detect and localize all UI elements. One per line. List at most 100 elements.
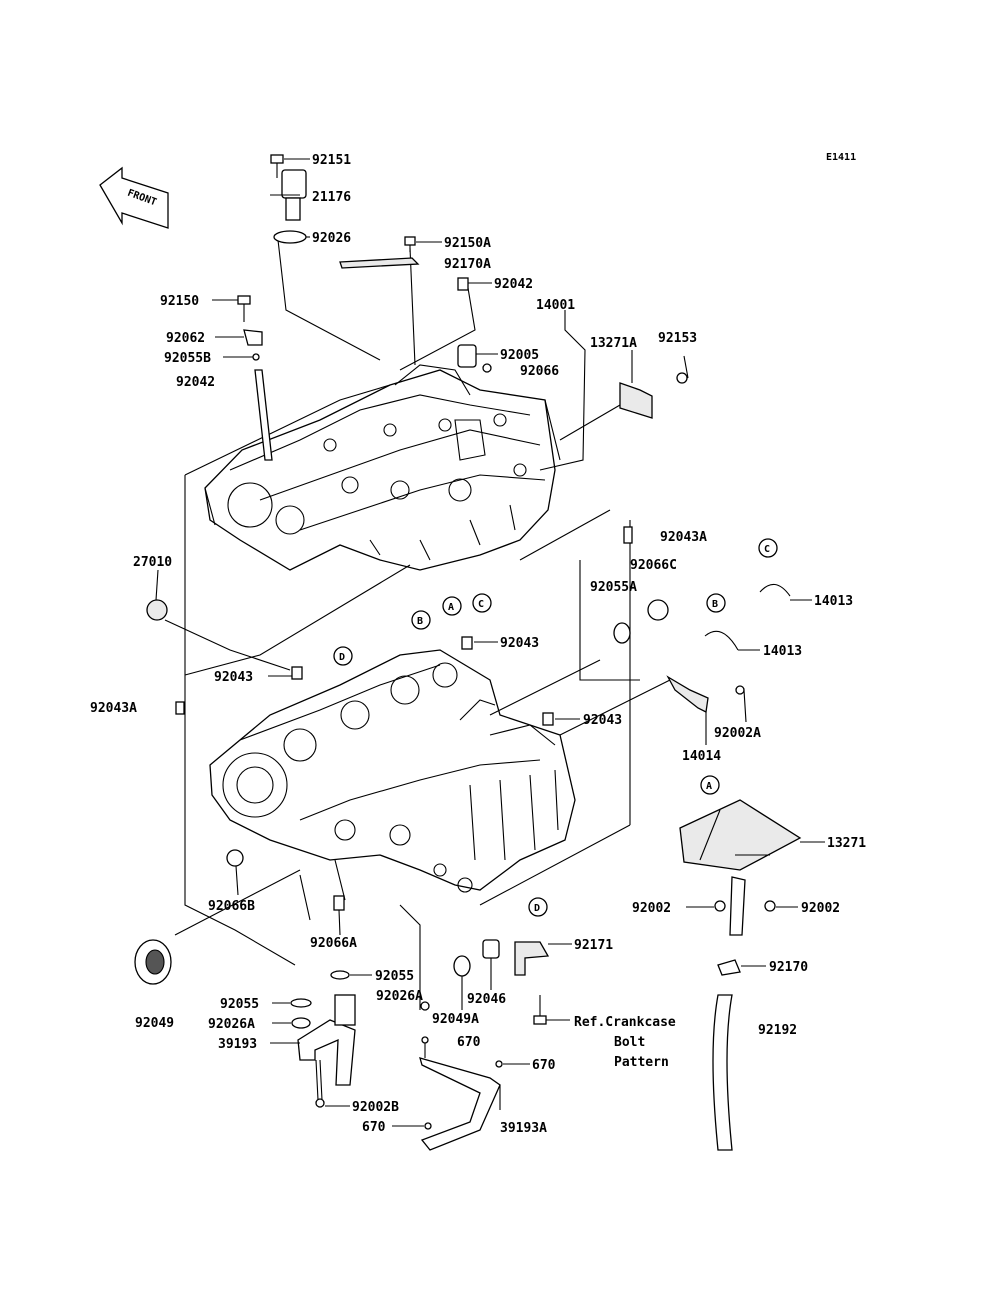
bearing-14013-b bbox=[704, 630, 739, 651]
part-label: 92005 bbox=[500, 348, 539, 363]
part-label: 92151 bbox=[312, 153, 351, 168]
part-label: 92055 bbox=[375, 969, 414, 984]
clamp-92062 bbox=[243, 329, 263, 346]
pipe-39193 bbox=[297, 994, 356, 1086]
part-label: 92026A bbox=[376, 989, 423, 1004]
plug-92066B bbox=[226, 849, 244, 867]
pin-92043-c bbox=[542, 712, 554, 726]
pointer-lines bbox=[155, 158, 825, 1127]
part-label: 92042 bbox=[494, 277, 533, 292]
bolt-ref bbox=[533, 995, 547, 1025]
sensor-21176 bbox=[270, 169, 307, 221]
plug-92066A bbox=[333, 895, 345, 911]
oring-92055-b bbox=[290, 998, 312, 1008]
part-label: 92046 bbox=[467, 992, 506, 1007]
part-label: 92026A bbox=[208, 1017, 255, 1032]
pin-92042 bbox=[457, 277, 469, 291]
callout-a-upper: A bbox=[442, 596, 462, 616]
callout-c-upper: C bbox=[472, 593, 492, 613]
part-label: 670 bbox=[457, 1035, 481, 1050]
svg-text:C: C bbox=[764, 544, 770, 555]
part-label: 92002A bbox=[714, 726, 761, 741]
svg-text:A: A bbox=[706, 781, 712, 792]
callout-d-lower: D bbox=[528, 897, 548, 917]
plate-13271A bbox=[619, 382, 653, 419]
part-labels: 92151 21176 92026 92150A 92170A 92042 14… bbox=[90, 153, 866, 1136]
nut-92066 bbox=[482, 363, 492, 373]
callout-d-upper: D bbox=[333, 646, 353, 666]
pipe-13271-outlet bbox=[729, 876, 746, 936]
plug-27010 bbox=[146, 599, 168, 621]
oring-92055B bbox=[252, 353, 260, 361]
bearing-14013-c bbox=[759, 583, 791, 597]
plug-92066C bbox=[647, 599, 669, 621]
part-label: 92043A bbox=[660, 530, 707, 545]
part-label: 92042 bbox=[176, 375, 215, 390]
svg-text:Pattern: Pattern bbox=[614, 1055, 669, 1070]
part-label: 92062 bbox=[166, 331, 205, 346]
part-label: 13271A bbox=[590, 336, 637, 351]
part-label: 92043 bbox=[500, 636, 539, 651]
part-label: 92002 bbox=[632, 901, 671, 916]
part-label: 92170 bbox=[769, 960, 808, 975]
washer-92026A bbox=[420, 1001, 430, 1011]
part-label: 92055B bbox=[164, 351, 211, 366]
part-label: 92171 bbox=[574, 938, 613, 953]
part-label: 92150 bbox=[160, 294, 199, 309]
front-arrow-icon: FRONT bbox=[99, 166, 169, 229]
svg-text:Ref.Crankcase: Ref.Crankcase bbox=[574, 1015, 676, 1030]
part-label: 39193A bbox=[500, 1121, 547, 1136]
part-label: 92066B bbox=[208, 899, 255, 914]
part-label: 14013 bbox=[763, 644, 802, 659]
part-label: 92150A bbox=[444, 236, 491, 251]
bolt-92151 bbox=[270, 154, 284, 178]
oring-92055A bbox=[613, 622, 631, 644]
oring-670-b bbox=[495, 1060, 503, 1068]
upper-crankcase bbox=[204, 364, 561, 571]
part-label: 92002 bbox=[801, 901, 840, 916]
oring-92055 bbox=[330, 970, 350, 980]
part-label: 92026 bbox=[312, 231, 351, 246]
part-label: 670 bbox=[532, 1058, 556, 1073]
pin-92043-a bbox=[461, 636, 473, 650]
part-label: 92055 bbox=[220, 997, 259, 1012]
svg-text:D: D bbox=[339, 652, 345, 663]
part-label: 21176 bbox=[312, 190, 351, 205]
part-label: 92153 bbox=[658, 331, 697, 346]
svg-text:B: B bbox=[417, 616, 423, 627]
pin-92043A-lower bbox=[175, 701, 185, 715]
part-label: 27010 bbox=[133, 555, 172, 570]
part-label: 670 bbox=[362, 1120, 386, 1135]
part-label: 92192 bbox=[758, 1023, 797, 1038]
collar-92046 bbox=[482, 939, 500, 959]
part-label: 14014 bbox=[682, 749, 721, 764]
pin-92043A-upper bbox=[623, 526, 633, 544]
part-label: 92066C bbox=[630, 558, 677, 573]
bolt-92002A bbox=[735, 685, 745, 695]
part-label: 92170A bbox=[444, 257, 491, 272]
callout-a-lower: A bbox=[700, 775, 720, 795]
part-label: 14001 bbox=[536, 298, 575, 313]
bolt-92002-right bbox=[764, 900, 776, 912]
bolt-92002B bbox=[315, 1098, 325, 1108]
part-label: 92043A bbox=[90, 701, 137, 716]
oring-670-a bbox=[421, 1036, 429, 1044]
svg-text:C: C bbox=[478, 599, 484, 610]
part-label: 92002B bbox=[352, 1100, 399, 1115]
bracket-14014 bbox=[666, 675, 709, 713]
plate-92170A bbox=[339, 257, 420, 269]
svg-text:D: D bbox=[534, 903, 540, 914]
bolt-92150 bbox=[237, 295, 251, 322]
svg-text:Bolt: Bolt bbox=[614, 1035, 645, 1050]
bolt-92153 bbox=[676, 372, 688, 384]
clamp-92170 bbox=[717, 959, 741, 976]
washer-92026A-b bbox=[291, 1017, 311, 1029]
part-label: 92055A bbox=[590, 580, 637, 595]
svg-text:A: A bbox=[448, 602, 454, 613]
lower-crankcase bbox=[209, 649, 576, 893]
part-label: 92043 bbox=[583, 713, 622, 728]
dowel-92005 bbox=[457, 344, 477, 368]
part-label: 92049A bbox=[432, 1012, 479, 1027]
part-label: 92066A bbox=[310, 936, 357, 951]
